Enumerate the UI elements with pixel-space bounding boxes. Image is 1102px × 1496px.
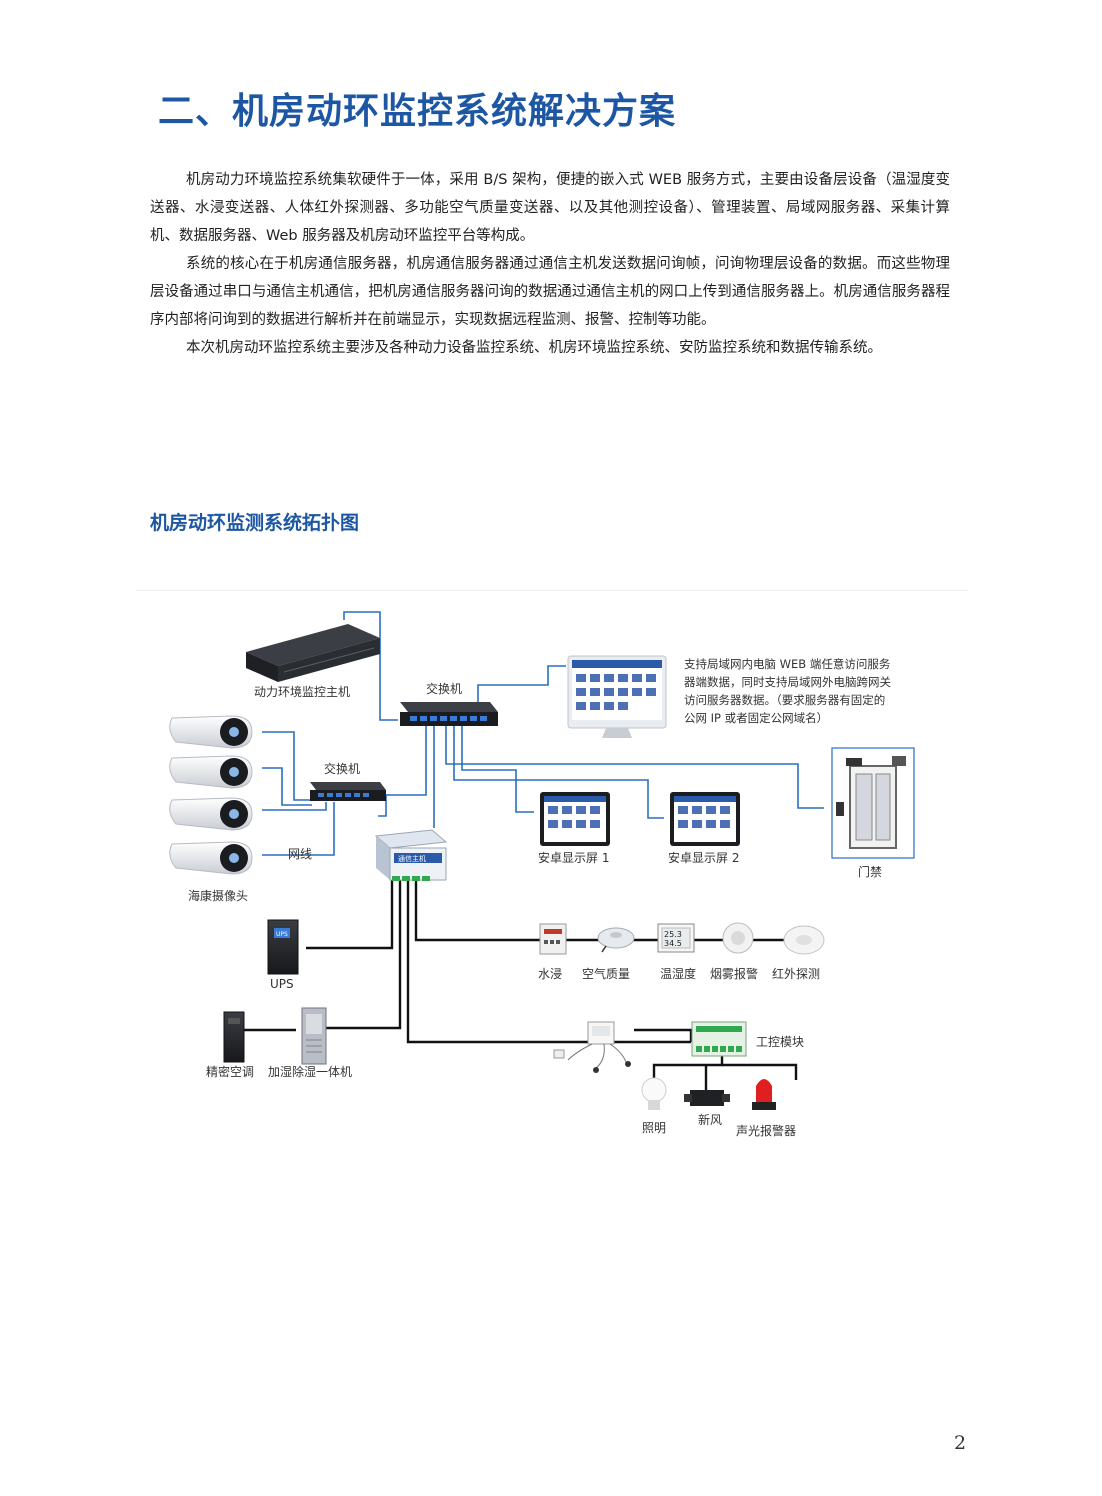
pir-label: 红外探测 (772, 966, 820, 981)
paragraph: 本次机房动环监控系统主要涉及各种动力设备监控系统、机房环境监控系统、安防监控系统… (186, 340, 882, 356)
camera (169, 755, 253, 789)
smoke-detector (722, 922, 754, 954)
svg-text:器端数据，同时支持局域网外电脑跨网关: 器端数据，同时支持局域网外电脑跨网关 (684, 675, 891, 689)
alarm-label: 声光报警器 (736, 1123, 796, 1138)
svg-text:34.5: 34.5 (664, 939, 682, 948)
humidifier-dehumidifier (301, 1007, 327, 1065)
web-monitor-pc (567, 655, 667, 738)
web-access-note: 支持局域网内电脑 WEB 端任意访问服务 器端数据，同时支持局域网外电脑跨网关 … (684, 657, 891, 725)
temp-humidity-label: 温湿度 (660, 966, 696, 981)
gateway-brand: 通信主机 (398, 854, 426, 863)
door-access-label: 门禁 (858, 864, 882, 879)
pir-detector (783, 925, 825, 955)
smoke-label: 烟雾报警 (710, 966, 758, 981)
precision-ac (223, 1011, 245, 1063)
host-label: 动力环境监控主机 (254, 684, 350, 699)
water-leak-label: 水浸 (538, 967, 562, 981)
serial-wires (240, 878, 798, 1100)
network-cable-label: 网线 (288, 847, 312, 861)
sound-light-alarm (752, 1079, 776, 1110)
temp-humidity-sensor: 25.3 34.5 (657, 923, 695, 953)
cameras-label: 海康摄像头 (188, 888, 248, 903)
humidifier-label: 加湿除湿一体机 (268, 1064, 352, 1079)
air-quality-sensor (597, 927, 635, 953)
fresh-air-unit (684, 1090, 730, 1106)
io-control-module (691, 1021, 747, 1057)
svg-text:25.3: 25.3 (664, 930, 682, 939)
android-screen-1 (540, 792, 610, 846)
monitoring-host (246, 624, 380, 682)
sensor-row: 25.3 34.5 (539, 922, 825, 955)
env-sensor-cluster (553, 1021, 631, 1073)
fresh-air-label: 新风 (698, 1112, 722, 1127)
network-wires (262, 611, 824, 856)
air-quality-label: 空气质量 (582, 966, 630, 981)
android-screen-1-label: 安卓显示屏 1 (538, 850, 609, 865)
light-bulb (641, 1077, 667, 1110)
svg-text:UPS: UPS (276, 931, 288, 938)
camera (169, 841, 253, 875)
svg-text:公网 IP 或者固定公网域名）: 公网 IP 或者固定公网域名） (684, 711, 828, 725)
camera (169, 797, 253, 831)
precision-ac-label: 精密空调 (206, 1064, 254, 1079)
communication-gateway: 通信主机 (374, 829, 448, 881)
svg-text:访问服务器数据。（要求服务器有固定的: 访问服务器数据。（要求服务器有固定的 (684, 693, 885, 707)
camera-switch-label: 交换机 (324, 761, 360, 776)
paragraph: 系统的核心在于机房通信服务器，机房通信服务器通过通信主机发送数据问询帧，问询物理… (150, 256, 950, 328)
page-heading: 二、机房动环监控系统解决方案 (158, 91, 677, 132)
android-screen-2-label: 安卓显示屏 2 (668, 850, 739, 865)
water-leak-sensor (539, 923, 567, 955)
topology-diagram: 动力环境监控主机 交换机 支持局域网内电脑 WEB 端任意访问服务 (169, 611, 915, 1138)
paragraph: 机房动力环境监控系统集软硬件于一体，采用 B/S 架构，便捷的嵌入式 WEB 服… (150, 172, 950, 244)
hikvision-cameras (169, 715, 253, 875)
ups-label: UPS (270, 977, 294, 991)
camera (169, 715, 253, 749)
android-screen-2 (670, 792, 740, 846)
svg-text:支持局域网内电脑 WEB 端任意访问服务: 支持局域网内电脑 WEB 端任意访问服务 (684, 657, 891, 671)
divider (136, 590, 968, 591)
io-module-label: 工控模块 (756, 1035, 804, 1049)
light-label: 照明 (642, 1121, 666, 1135)
diagram-title: 机房动环监测系统拓扑图 (150, 512, 360, 534)
intro-text: 机房动力环境监控系统集软硬件于一体，采用 B/S 架构，便捷的嵌入式 WEB 服… (150, 166, 950, 362)
camera-switch (310, 782, 386, 801)
main-switch (400, 702, 498, 726)
door-access (831, 747, 915, 859)
main-switch-label: 交换机 (426, 681, 462, 696)
page-number: 2 (954, 1432, 967, 1454)
ups: UPS (267, 919, 299, 975)
